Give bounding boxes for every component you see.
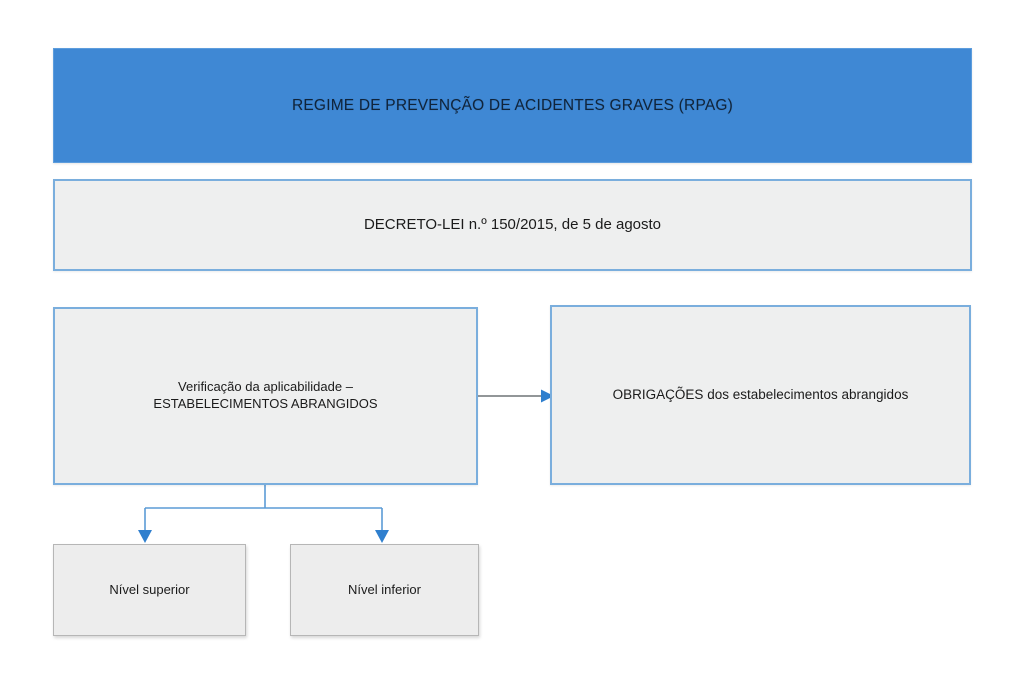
node-upper-level: Nível superior <box>53 544 246 636</box>
node-verification-applicability-label: Verificação da aplicabilidade – ESTABELE… <box>153 379 378 411</box>
node-upper-level-label: Nível superior <box>109 581 190 597</box>
edge-verification-to-levels <box>138 485 389 543</box>
node-verification-applicability: Verificação da aplicabilidade – ESTABELE… <box>53 307 478 485</box>
node-lower-level: Nível inferior <box>290 544 479 636</box>
node-regime-banner-label: REGIME DE PREVENÇÃO DE ACIDENTES GRAVES … <box>292 96 733 114</box>
node-decree-law: DECRETO-LEI n.º 150/2015, de 5 de agosto <box>53 179 972 271</box>
node-regime-banner: REGIME DE PREVENÇÃO DE ACIDENTES GRAVES … <box>53 48 972 163</box>
node-obligations-label: OBRIGAÇÕES dos estabelecimentos abrangid… <box>612 387 909 403</box>
node-lower-level-label: Nível inferior <box>348 581 421 597</box>
edge-verification-to-obligations <box>478 389 554 403</box>
node-decree-law-label: DECRETO-LEI n.º 150/2015, de 5 de agosto <box>363 216 662 234</box>
node-obligations: OBRIGAÇÕES dos estabelecimentos abrangid… <box>550 305 971 485</box>
